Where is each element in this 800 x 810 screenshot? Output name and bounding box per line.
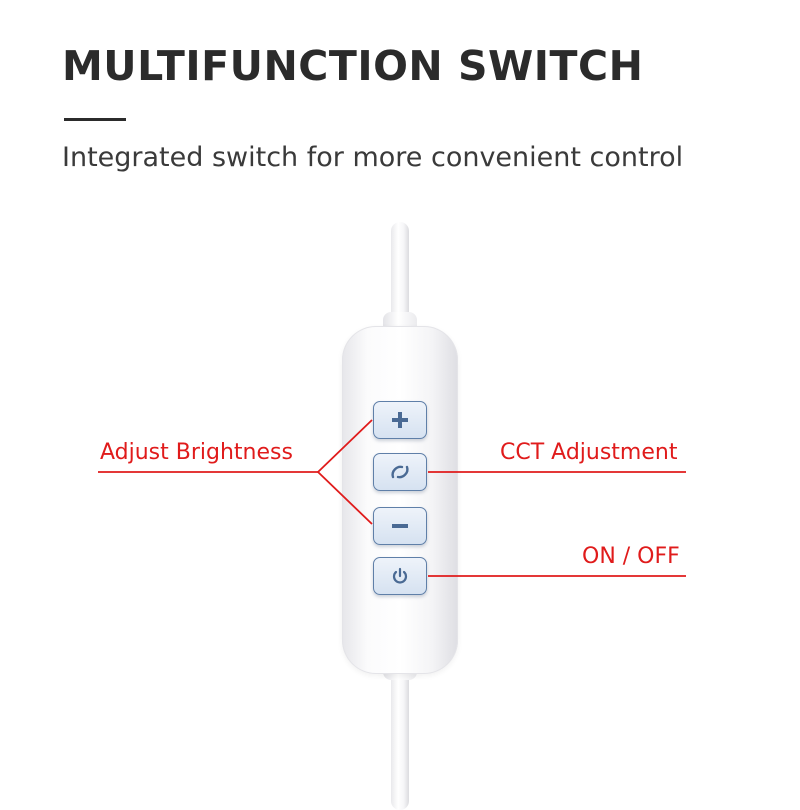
power-button[interactable] xyxy=(373,557,427,595)
brightness-callout-line-down xyxy=(317,471,373,525)
page-subtitle: Integrated switch for more convenient co… xyxy=(62,142,684,173)
minus-icon xyxy=(392,524,408,528)
callout-on-off: ON / OFF xyxy=(582,544,680,569)
switch-body xyxy=(342,326,458,674)
cable-bottom xyxy=(391,660,409,810)
callout-adjust-brightness: Adjust Brightness xyxy=(100,440,293,465)
cct-button[interactable] xyxy=(373,453,427,491)
plus-button[interactable] xyxy=(373,401,427,439)
plus-icon xyxy=(392,412,408,428)
callout-cct-adjustment: CCT Adjustment xyxy=(500,440,678,465)
power-icon xyxy=(392,567,408,584)
cct-swirl-icon xyxy=(391,465,409,479)
brightness-callout-line-up xyxy=(317,419,373,473)
page-title: MULTIFUNCTION SWITCH xyxy=(62,42,644,90)
title-underline xyxy=(64,118,126,121)
minus-button[interactable] xyxy=(373,507,427,545)
